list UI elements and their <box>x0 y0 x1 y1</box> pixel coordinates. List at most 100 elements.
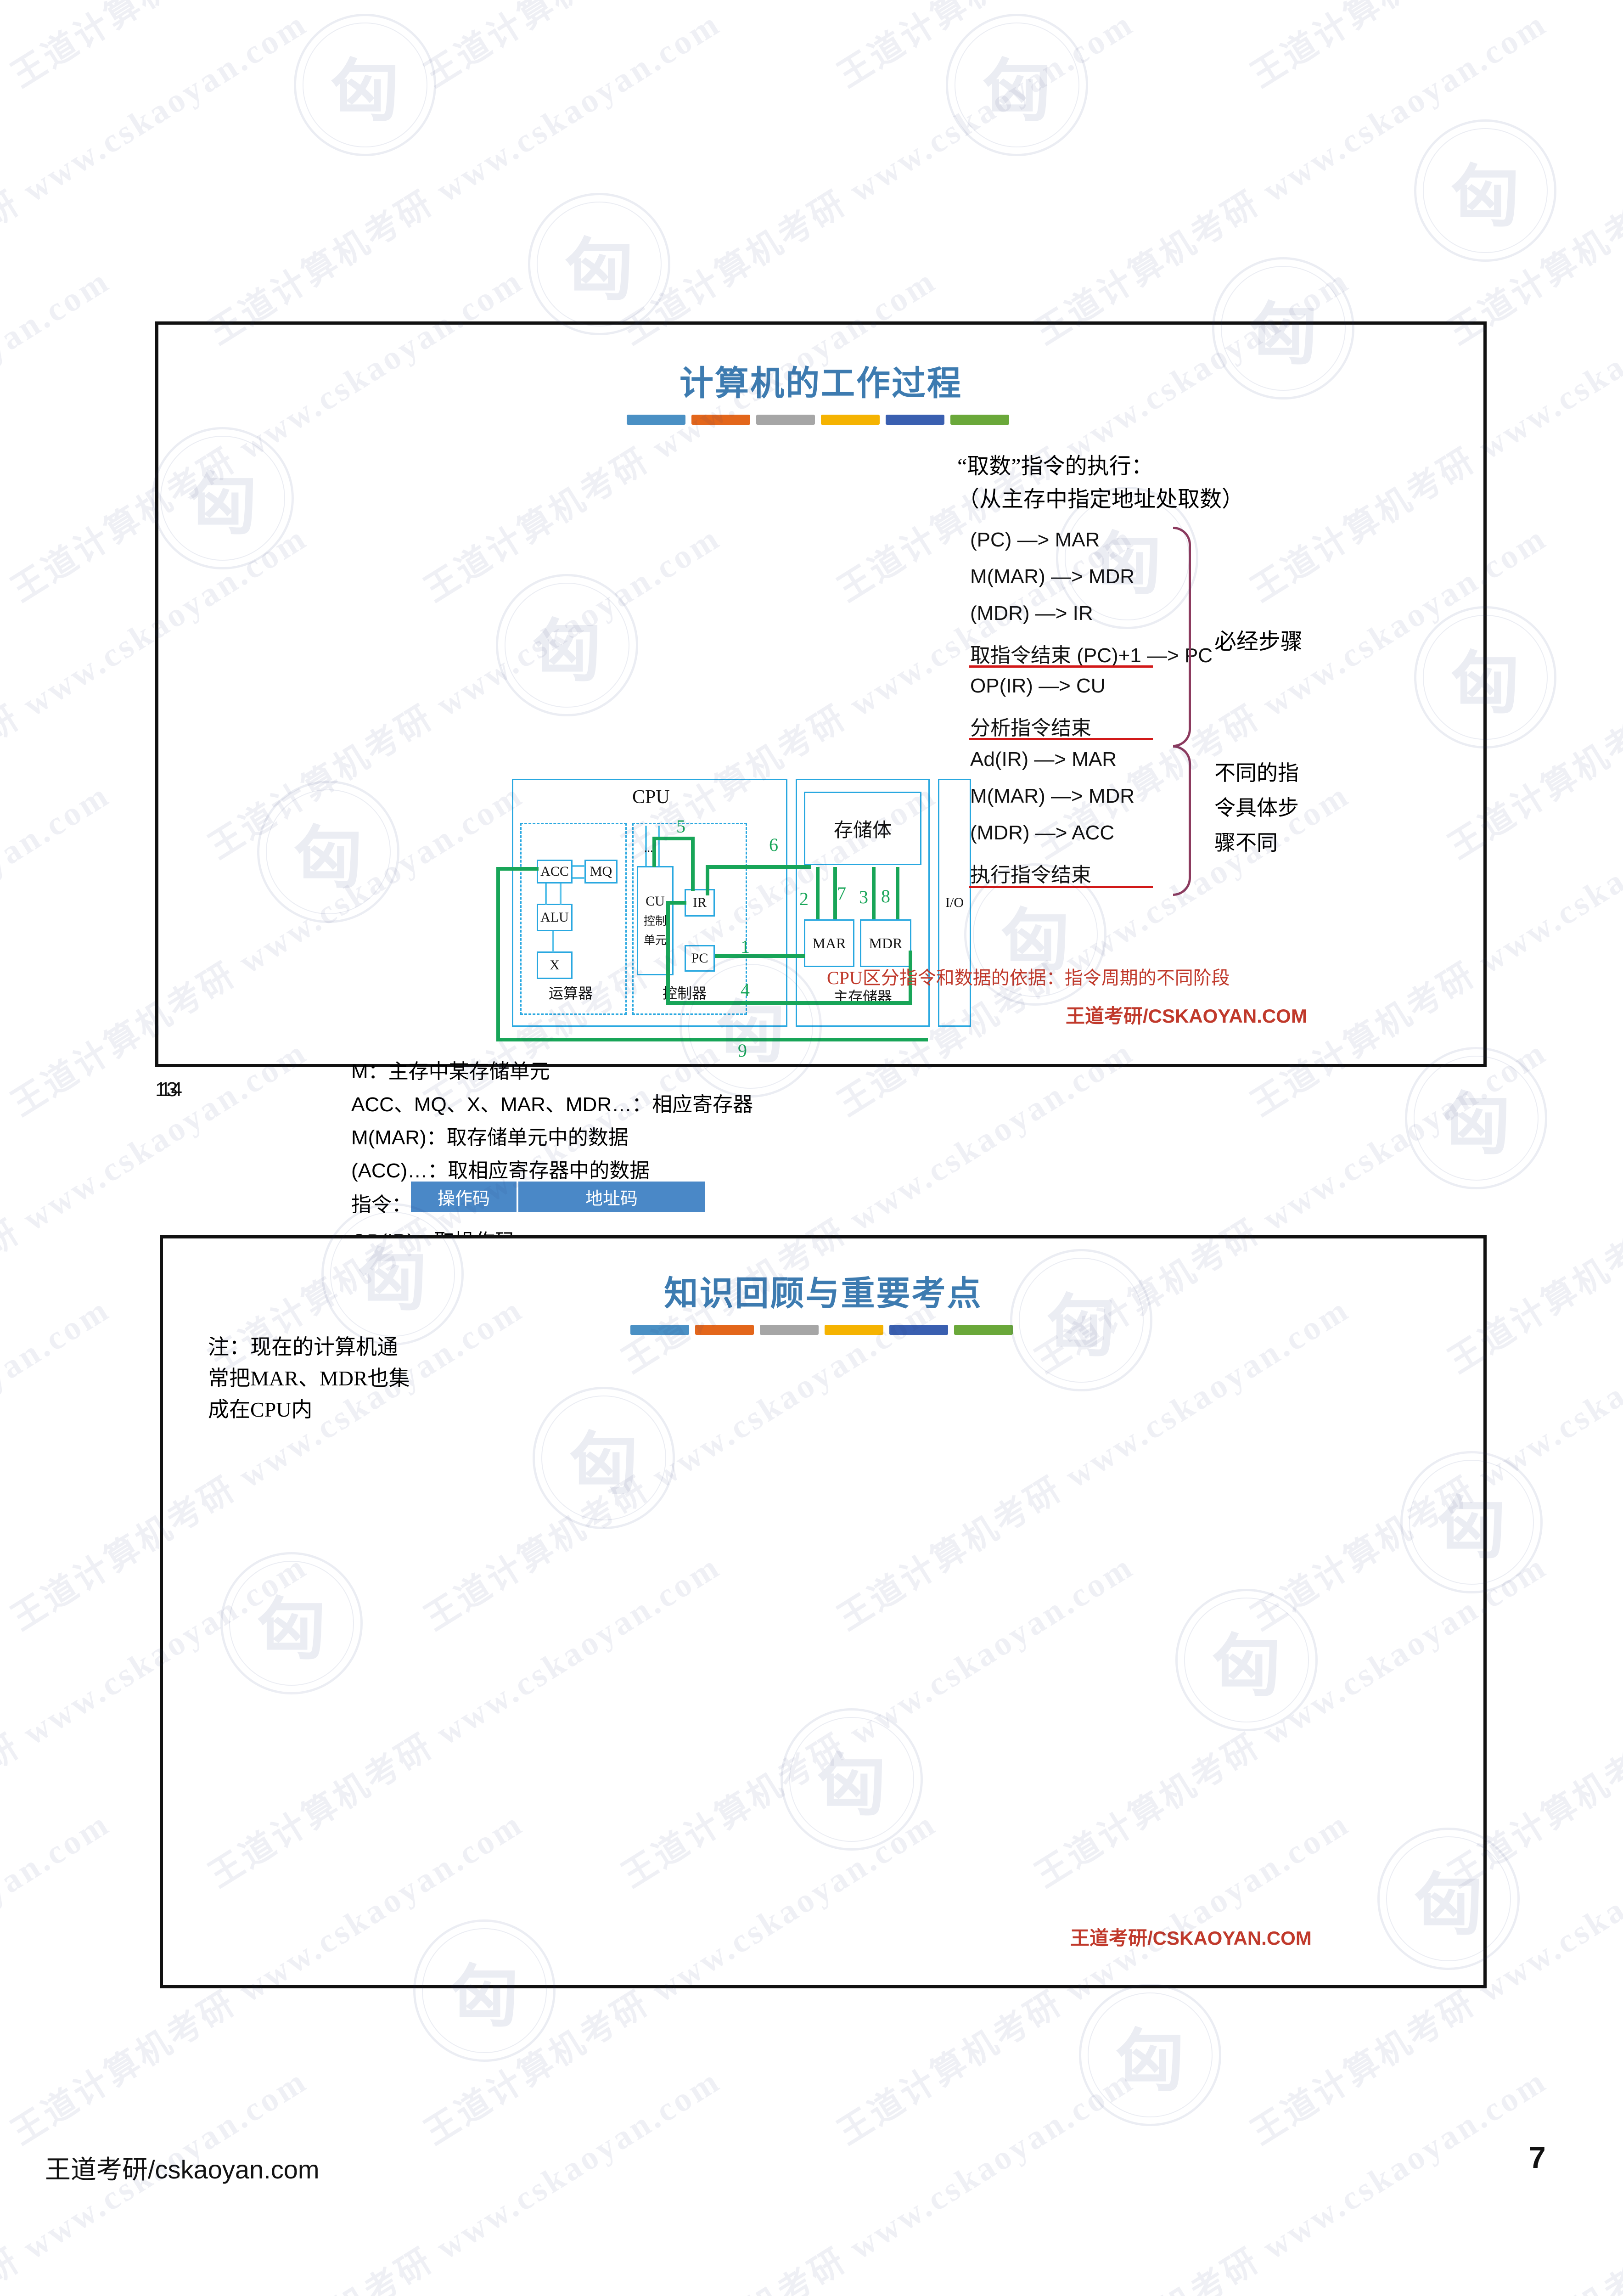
cu-group-label: 控制器 <box>663 985 707 1002</box>
slide-14: 知识回顾与重要考点 注：现在的计算机通 常把MAR、MDR也集 成在CPU内 王… <box>160 1235 1487 1988</box>
path-4-h <box>666 1001 912 1005</box>
watermark-text: 王道计算机考研 www.cskaoyan.com <box>615 4 1141 352</box>
acc-box: ACC <box>537 860 573 884</box>
fetch-underline-1 <box>969 665 1153 668</box>
cu-box-sub1: 控制 <box>643 915 667 928</box>
alu-group-dashed-box <box>520 823 627 1015</box>
instruction-format-bar: 操作码 地址码 <box>411 1182 705 1212</box>
watermark-text: 王道计算机考研 www.cskaoyan.com <box>0 261 117 609</box>
step-number-7: 7 <box>837 883 846 904</box>
memory-bank-box: 存储体 <box>804 792 921 865</box>
watermark-text: 王道计算机考研 www.cskaoyan.com <box>0 0 118 97</box>
legend-line-2: M(MAR)：取存储单元中的数据 <box>351 1126 629 1149</box>
path-4-v <box>666 904 670 1005</box>
path-4-up <box>909 951 912 1005</box>
cu-box-sub2: 单元 <box>643 934 667 947</box>
step-number-5: 5 <box>676 816 685 837</box>
exec-underline <box>969 886 1153 888</box>
step-number-9: 9 <box>738 1040 747 1061</box>
exec-brace-label-1: 令具体步 <box>1214 796 1299 820</box>
main-memory-box <box>796 779 930 1027</box>
watermark-text: 王道计算机考研 www.cskaoyan.com <box>0 1290 117 1638</box>
watermark-text: 王道计算机考研 www.cskaoyan.com <box>826 0 1358 97</box>
colorbar-segment-4 <box>889 1325 948 1335</box>
watermark-text: 王道计算机考研 www.cskaoyan.com <box>1240 0 1623 97</box>
watermark-seal: 匈 <box>294 14 436 156</box>
watermark-seal: 匈 <box>946 14 1088 156</box>
step-number-2: 2 <box>799 889 809 909</box>
path-3 <box>872 867 876 919</box>
watermark-text: 王道计算机考研 www.cskaoyan.com <box>0 1804 117 2152</box>
slide-14-colorbar <box>630 1325 1013 1335</box>
colorbar-segment-4 <box>886 415 944 425</box>
path-4-to-ir <box>666 901 686 905</box>
watermark-text: 王道计算机考研 www.cskaoyan.com <box>0 4 314 352</box>
step-number-1: 1 <box>741 936 750 957</box>
slide-14-note-line-1: 常把MAR、MDR也集 <box>208 1367 410 1390</box>
watermark-text: 王道计算机考研 www.cskaoyan.com <box>615 2061 1141 2296</box>
legend-line-3: (ACC)…：取相应寄存器中的数据 <box>351 1159 650 1182</box>
legend-line-1: ACC、MQ、X、MAR、MDR…：相应寄存器 <box>351 1093 753 1116</box>
colorbar-segment-2 <box>756 415 815 425</box>
watermark-text: 王道计算机考研 www.cskaoyan.com <box>1437 2054 1623 2296</box>
slide-13-red-note: CPU区分指令和数据的依据：指令周期的不同阶段 <box>827 968 1230 988</box>
slide-13: 计算机的工作过程 CPU 运算器 控制器 ACC MQ ALU X ... CU… <box>155 321 1487 1288</box>
x-box: X <box>537 951 573 979</box>
watermark-text: 王道计算机考研 www.cskaoyan.com <box>202 4 728 352</box>
fetch-steps-brace <box>1173 527 1191 747</box>
path-2 <box>816 867 820 919</box>
slide-13-brand: 王道考研/CSKAOYAN.COM <box>1066 1005 1307 1027</box>
mar-box: MAR <box>804 919 854 967</box>
colorbar-segment-2 <box>760 1325 819 1335</box>
exec-step-0: Ad(IR) —> MAR <box>970 748 1117 771</box>
colorbar-segment-1 <box>695 1325 754 1335</box>
colorbar-segment-0 <box>630 1325 689 1335</box>
fetch-brace-label: 必经步骤 <box>1214 630 1303 654</box>
fetch-heading-1: “取数”指令的执行： <box>957 454 1153 478</box>
acc-alu-link-a <box>545 884 547 905</box>
colorbar-segment-3 <box>821 415 880 425</box>
exec-step-3: 执行指令结束 <box>970 864 1091 886</box>
cu-bus-b <box>658 826 660 866</box>
watermark-seal: 匈 <box>1414 119 1556 262</box>
fetch-step-2: (MDR) —> IR <box>970 602 1093 625</box>
step-number-6: 6 <box>769 834 778 855</box>
cu-dots: ... <box>644 841 653 855</box>
exec-step-2: (MDR) —> ACC <box>970 822 1115 844</box>
colorbar-segment-1 <box>691 415 750 425</box>
path-9-h <box>496 1038 928 1041</box>
acc-mq-link <box>573 865 585 867</box>
fetch-step-0: (PC) —> MAR <box>970 529 1100 551</box>
ir-box: IR <box>685 889 715 917</box>
watermark-seal: 匈 <box>528 193 670 335</box>
pc-box: PC <box>685 945 715 972</box>
page-number: 7 <box>1529 2140 1546 2174</box>
alu-box: ALU <box>537 904 573 931</box>
watermark-text: 王道计算机考研 www.cskaoyan.com <box>413 0 944 97</box>
path-6-v <box>706 865 709 895</box>
instruction-address-field: 地址码 <box>585 1189 638 1209</box>
cu-group-dashed-box <box>632 823 747 1015</box>
fetch-step-1: M(MAR) —> MDR <box>970 565 1135 588</box>
path-9-v <box>496 867 500 1041</box>
cpu-outer-box <box>512 779 787 1027</box>
colorbar-segment-5 <box>954 1325 1013 1335</box>
alu-x-link <box>552 931 554 952</box>
path-9-acc <box>496 867 539 871</box>
colorbar-segment-3 <box>825 1325 883 1335</box>
exec-brace-label-2: 骤不同 <box>1214 831 1278 855</box>
fetch-underline-2 <box>969 738 1153 740</box>
fetch-step-3: 取指令结束 (PC)+1 —> PC <box>970 644 1213 667</box>
slide-14-note-line-2: 成在CPU内 <box>208 1398 313 1421</box>
slide-13-number: 13 <box>155 1078 178 1101</box>
slide-13-colorbar <box>627 415 1009 425</box>
colorbar-segment-5 <box>950 415 1009 425</box>
mq-box: MQ <box>584 860 618 884</box>
fetch-heading-2: （从主存中指定地址处取数） <box>957 487 1244 512</box>
cpu-block-diagram: CPU 运算器 控制器 ACC MQ ALU X ... CU 控制 单元 IR… <box>496 768 985 1061</box>
path-5-h <box>652 837 695 840</box>
path-6-h <box>706 865 811 869</box>
slide-13-title: 计算机的工作过程 <box>680 365 962 403</box>
step-number-3: 3 <box>859 887 868 907</box>
watermark-text: 王道计算机考研 www.cskaoyan.com <box>1442 5 1623 352</box>
